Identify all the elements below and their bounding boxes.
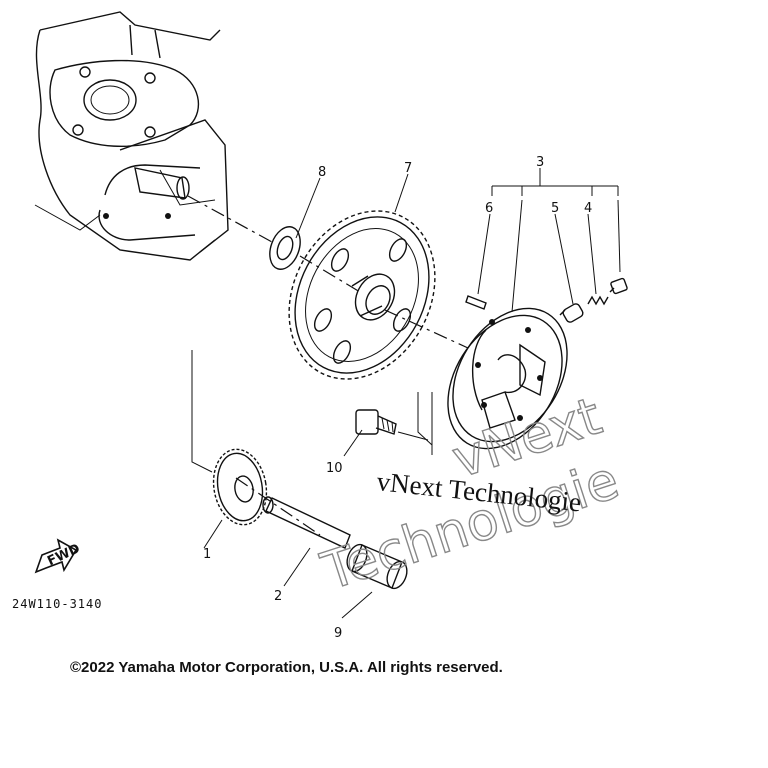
fwd-arrow-icon: FWD <box>34 538 83 574</box>
idle-shaft-part-2 <box>262 496 351 549</box>
callout-5: 5 <box>551 201 559 216</box>
washer-part-8 <box>269 226 301 270</box>
idle-gear-part-1 <box>212 448 268 526</box>
copyright-notice: ©2022 Yamaha Motor Corporation, U.S.A. A… <box>70 659 503 676</box>
bushing-part-9 <box>346 543 408 590</box>
callout-10: 10 <box>326 461 343 476</box>
callout-8: 8 <box>318 165 326 180</box>
drawing-code: 24W110-3140 <box>12 597 102 611</box>
spring-part-4 <box>587 295 609 306</box>
callout-9: 9 <box>334 626 342 641</box>
roller-part-6 <box>465 295 487 310</box>
callout-6: 6 <box>485 201 493 216</box>
bolt-part-3-cap <box>609 277 628 295</box>
callout-4: 4 <box>584 201 592 216</box>
bolt-part-10 <box>355 409 397 435</box>
callout-1: 1 <box>203 547 211 562</box>
plunger-part-5 <box>559 303 584 323</box>
callout-2: 2 <box>274 589 282 604</box>
callout-7: 7 <box>404 161 412 176</box>
starter-driven-gear-part-7 <box>288 210 436 380</box>
callout-3: 3 <box>536 155 544 170</box>
engine-case <box>34 11 229 261</box>
watermark: vNext Technologie vNext Technologie <box>314 386 627 604</box>
callout-leader-lines <box>203 168 621 619</box>
starter-clutch-assembly-part-3 <box>447 307 568 450</box>
